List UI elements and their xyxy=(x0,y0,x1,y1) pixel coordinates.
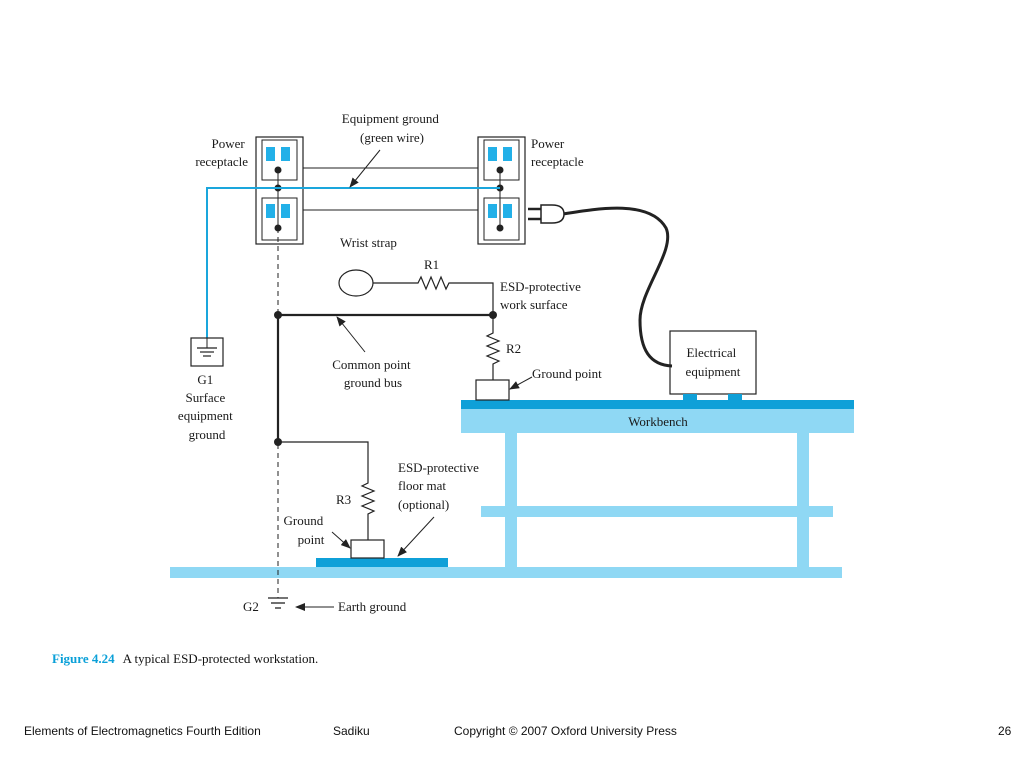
figure-caption: Figure 4.24 A typical ESD-protected works… xyxy=(52,651,318,667)
arrow-floor-mat xyxy=(397,516,435,557)
arrow-equipment-ground xyxy=(349,149,381,188)
power-receptacle-left xyxy=(255,136,304,245)
figure-caption-text: A typical ESD-protected workstation. xyxy=(122,651,319,666)
electrical-equipment xyxy=(669,330,757,400)
plug-icon xyxy=(528,204,565,224)
label-r3: R3 xyxy=(336,492,351,507)
label-esd-work-surface: ESD-protective work surface xyxy=(500,279,584,312)
floor xyxy=(170,567,842,578)
ground-point-bench xyxy=(475,379,510,401)
slide-footer: Elements of Electromagnetics Fourth Edit… xyxy=(0,724,1024,740)
label-common-point: Common point ground bus xyxy=(332,357,414,390)
arrow-common-point xyxy=(336,316,366,353)
label-electrical-equipment: Electrical equipment xyxy=(686,345,741,379)
label-g2: G2 xyxy=(243,599,259,614)
label-g1: G1 Surface equipment ground xyxy=(178,372,236,442)
label-r2: R2 xyxy=(506,341,521,356)
footer-copyright: Copyright © 2007 Oxford University Press xyxy=(454,724,677,738)
earth-ground-icon xyxy=(268,597,288,609)
footer-book-title: Elements of Electromagnetics Fourth Edit… xyxy=(24,724,261,738)
workbench xyxy=(461,400,854,567)
label-earth-ground: Earth ground xyxy=(338,599,407,614)
label-ground-point-bench: Ground point xyxy=(532,366,602,381)
label-r1: R1 xyxy=(424,257,439,272)
label-power-receptacle-left: Power receptacle xyxy=(195,136,248,169)
wrist-strap xyxy=(338,269,374,297)
g1-ground-icon xyxy=(190,337,224,367)
label-esd-floor-mat: ESD-protective floor mat (optional) xyxy=(398,460,482,512)
r3-resistor xyxy=(278,441,376,540)
footer-page-number: 26 xyxy=(998,724,1012,738)
arrow-ground-point-bench xyxy=(509,376,533,390)
label-ground-point-floor: Ground point xyxy=(284,513,327,547)
figure-number: Figure 4.24 xyxy=(52,651,115,666)
esd-floor-mat xyxy=(316,558,448,567)
label-workbench: Workbench xyxy=(628,414,688,429)
arrow-ground-point-floor xyxy=(331,531,351,549)
label-equipment-ground: Equipment ground (green wire) xyxy=(342,111,442,145)
equipment-ground-wire xyxy=(206,187,500,338)
power-cord xyxy=(562,206,673,368)
footer-author: Sadiku xyxy=(333,724,370,738)
r1-resistor xyxy=(373,275,494,315)
label-power-receptacle-right: Power receptacle xyxy=(531,136,584,169)
r2-resistor xyxy=(485,315,501,380)
label-wrist-strap: Wrist strap xyxy=(340,235,397,250)
ground-point-floor xyxy=(350,539,385,559)
